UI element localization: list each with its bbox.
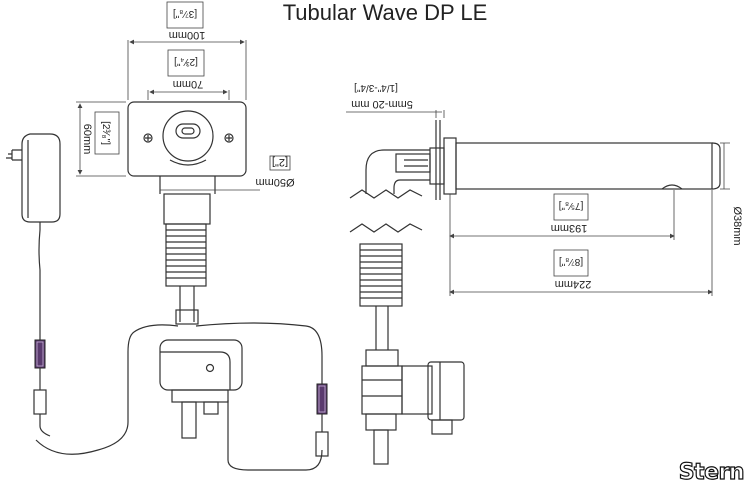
sensor-window <box>175 123 201 139</box>
connector-right-icon <box>316 383 328 415</box>
front-view <box>35 101 323 471</box>
front-height-mm: 60mm <box>81 124 93 155</box>
side-hose <box>359 243 403 307</box>
front-width-frac: [3⁷⁄₈"] <box>173 8 197 19</box>
front-inner-mm: 70mm <box>173 78 204 90</box>
side-view <box>349 120 721 465</box>
side-pipe-mm: Ø38mm <box>731 206 743 245</box>
side-reach1-frac: [7⁵⁄₈"] <box>558 200 583 211</box>
solenoid-valve-front <box>159 339 243 439</box>
wall-flange <box>443 137 457 195</box>
side-wall-mm: 5mm-20 mm <box>351 98 413 110</box>
sensor-circle <box>162 110 214 162</box>
side-wall-frac: [1/4"-3/4"] <box>354 82 398 93</box>
plug-right-icon <box>315 431 329 457</box>
corrugated-hose <box>165 223 207 287</box>
plug-left-icon <box>33 389 47 415</box>
spout-tube <box>455 142 713 190</box>
mounting-plate <box>127 101 247 177</box>
cable-left <box>35 324 179 455</box>
front-height-frac: [2³⁄₈"] <box>100 121 111 145</box>
front-diam-frac: [2"] <box>272 156 288 168</box>
side-reach2-frac: [8⁷⁄₈"] <box>559 256 583 267</box>
cable-right <box>195 322 323 386</box>
side-reach2-mm: 224mm <box>555 278 592 290</box>
body-sleeve <box>163 193 211 225</box>
front-diam-mm: Ø50mm <box>255 176 294 188</box>
front-width-mm: 100mm <box>169 29 206 41</box>
screw-right-icon <box>224 133 234 143</box>
screw-left-icon <box>143 133 153 143</box>
connectors <box>34 339 328 415</box>
brand-logo: Stern <box>678 459 745 485</box>
title: Tubular Wave DP LE <box>283 0 488 25</box>
connector-left-icon <box>34 339 46 369</box>
side-reach1-mm: 193mm <box>551 222 588 234</box>
elbow <box>365 149 430 194</box>
solenoid-valve-side <box>361 349 465 465</box>
front-inner-frac: [2³⁄₄"] <box>174 56 198 67</box>
power-adapter <box>6 133 61 340</box>
cable-bottom <box>227 400 323 471</box>
